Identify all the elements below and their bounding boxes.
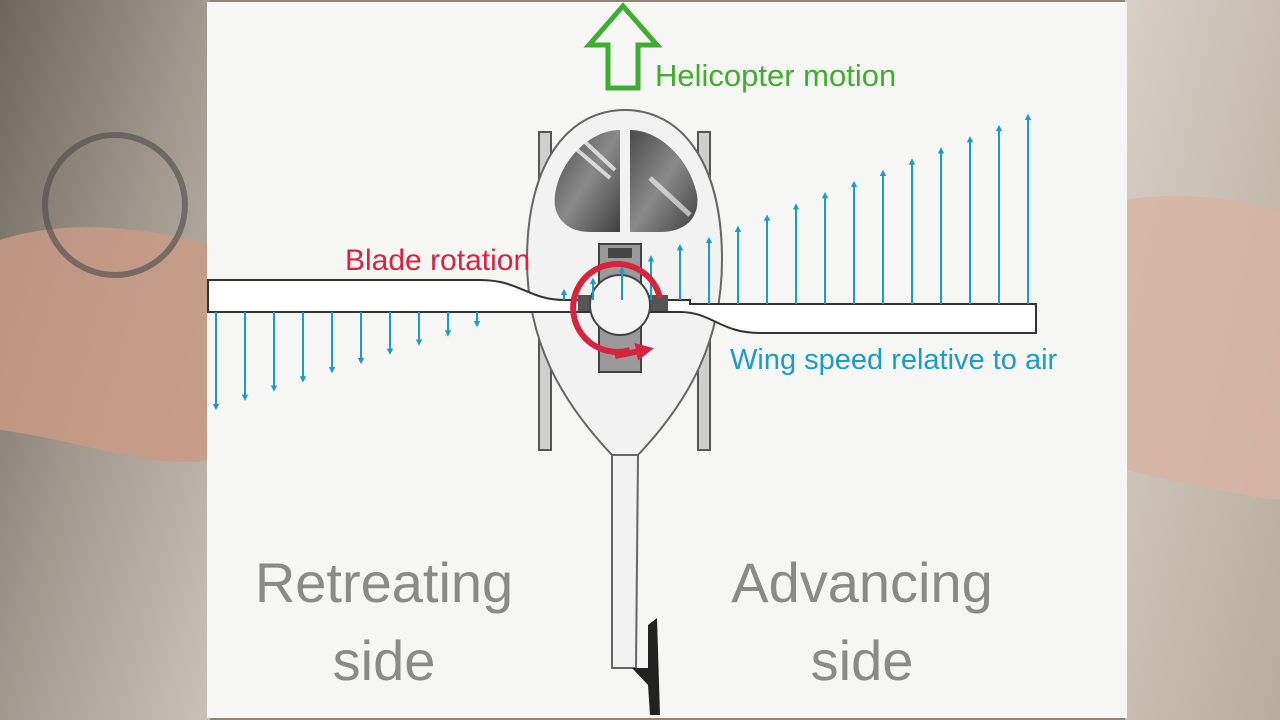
retreating-side-label-line1: Retreating xyxy=(255,551,513,614)
motion-label: Helicopter motion xyxy=(655,58,896,93)
advancing-side-label-line2: side xyxy=(811,629,914,692)
rotation-arrow-icon xyxy=(570,260,663,361)
advancing-side-label-line1: Advancing xyxy=(731,551,993,614)
retreating-side-label-line2: side xyxy=(333,629,436,692)
canopy-left-window xyxy=(554,130,620,232)
motion-arrow-icon xyxy=(583,2,663,91)
wing-speed-label: Wing speed relative to air xyxy=(730,344,1058,376)
speed-vectors xyxy=(212,113,1032,411)
rotation-label: Blade rotation xyxy=(345,244,530,277)
